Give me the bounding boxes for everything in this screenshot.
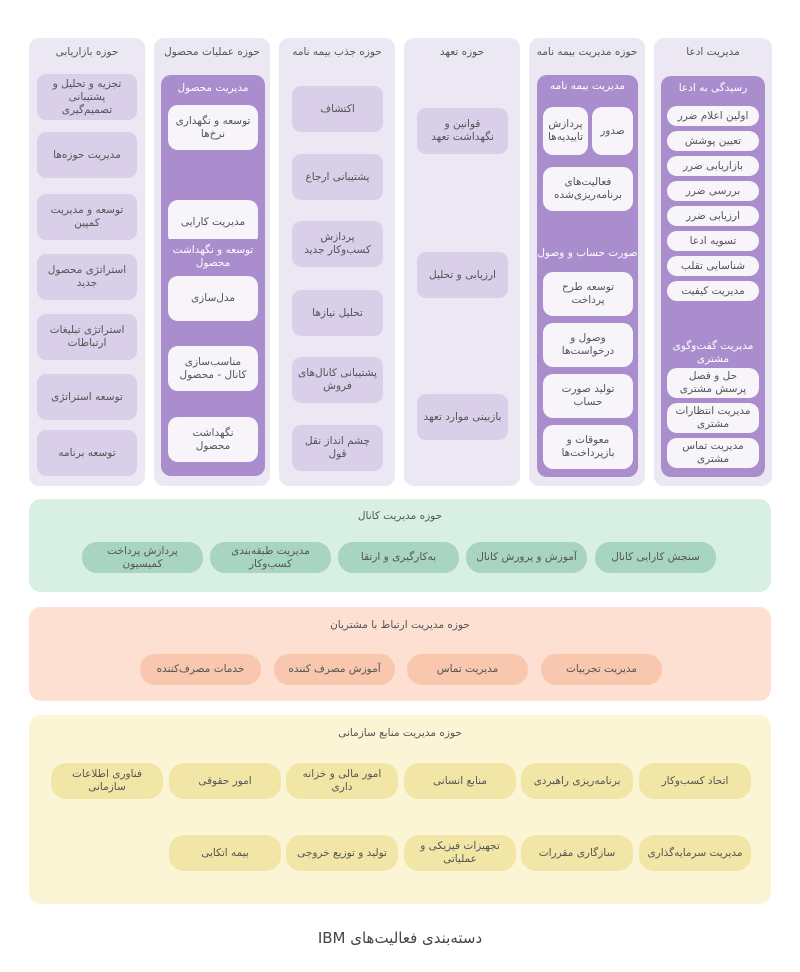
channel-item: سنجش کارایی کانال [595, 542, 716, 573]
acquisition-item: چشم انداز نقل قول [292, 425, 383, 471]
product-item: توسعه و نگهداری نرخ‌ها [168, 105, 258, 150]
underwriting-column-title: حوزه تعهد [439, 46, 485, 58]
underwriting-column: حوزه تعهد قوانین و نگهداشت تعهد ارزیابی … [404, 38, 520, 486]
diagram-caption: دسته‌بندی فعالیت‌های IBM [317, 929, 483, 947]
resources-item: منابع انسانی [404, 763, 516, 799]
product-column: حوزه عملیات محصول مدیریت محصول توسعه و ن… [154, 38, 270, 486]
resources-title: حوزه مدیریت منابع سازمانی [338, 727, 462, 739]
acquisition-item: پردازش کسب‌وکار جدید [292, 221, 383, 267]
acquisition-item: اکتشاف [292, 86, 383, 132]
resources-item: اتحاد کسب‌و‌کار [639, 763, 751, 799]
resources-item: تجهیزات فیزیکی و عملیاتی [404, 835, 516, 871]
resources-item: مدیریت سرمایه‌گذاری [639, 835, 751, 871]
crm-item: آموزش مصرف کننده [274, 654, 395, 685]
resources-item: امور مالی و خزانه داری [286, 763, 398, 799]
claims-column: مدیریت ادعا رسیدگی به ادعا اولین اعلام ض… [654, 38, 772, 486]
product-dev-item: مناسب‌سازی کانال - محصول [168, 346, 258, 391]
billing-item: توسعه طرح پرداخت [543, 272, 633, 316]
dialogue-item: حل و فصل پرسش مشتری [667, 368, 759, 398]
billing-item: وصول و درخواست‌ها [543, 323, 633, 367]
channel-item: مدیریت طبقه‌بندی کسب‌و‌کار [210, 542, 331, 573]
acquisition-item: پشتیبانی کانال‌های فروش [292, 357, 383, 403]
marketing-column-title: حوزه بازاریابی [55, 46, 119, 58]
underwriting-item: قوانین و نگهداشت تعهد [417, 108, 508, 154]
crm-item: خدمات مصرف‌کننده [140, 654, 261, 685]
marketing-item: استراتژی محصول جدید [37, 254, 137, 300]
crm-item: مدیریت تماس [407, 654, 528, 685]
billing-item: تولید صورت حساب [543, 374, 633, 418]
underwriting-item: بازبینی موارد تعهد [417, 394, 508, 440]
policy-column-title: حوزه مدیریت بیمه نامه [536, 46, 638, 58]
dialogue-item: مدیریت انتظارات مشتری [667, 403, 759, 433]
product-dev-item: مدل‌سازی [168, 276, 258, 321]
claim-item: ارزیابی ضرر [667, 206, 759, 226]
policy-item: فعالیت‌های برنامه‌ریزی‌شده [543, 167, 633, 211]
resources-item: تولید و توزیع خروجی [286, 835, 398, 871]
marketing-item: توسعه استراتژی [37, 374, 137, 420]
resources-item: برنامه‌ریزی راهبردی [521, 763, 633, 799]
claim-handling-group: رسیدگی به ادعا اولین اعلام ضرر تعیین پوش… [661, 76, 765, 359]
channel-title: حوزه مدیریت کانال [357, 510, 443, 522]
marketing-item: توسعه برنامه [37, 430, 137, 476]
crm-band: حوزه مدیریت ارتباط با مشتریان مدیریت تجر… [29, 607, 771, 701]
resources-item: سازگاری مقررات [521, 835, 633, 871]
claim-item: مدیریت کیفیت [667, 281, 759, 301]
customer-dialogue-group: مدیریت گفت‌وگوی مشتری حل و فصل پرسش مشتر… [661, 335, 765, 477]
claim-item: اولین اعلام ضرر [667, 106, 759, 126]
resources-item: بیمه اتکایی [169, 835, 281, 871]
marketing-column: حوزه بازاریابی تجزیه و تحلیل و پشتیبانی … [29, 38, 145, 486]
resources-band: حوزه مدیریت منابع سازمانی اتحاد کسب‌و‌کا… [29, 715, 771, 904]
claim-item: بازاریابی ضرر [667, 156, 759, 176]
claims-column-title: مدیریت ادعا [686, 46, 740, 58]
product-management-group: مدیریت محصول توسعه و نگهداری نرخ‌ها مدیر… [161, 75, 265, 270]
marketing-item: استراتژی تبلیغات ارتباطات [37, 314, 137, 360]
policy-management-title: مدیریت بیمه نامه [550, 80, 625, 92]
underwriting-item: ارزیابی و تحلیل [417, 252, 508, 298]
policy-column: حوزه مدیریت بیمه نامه مدیریت بیمه نامه پ… [529, 38, 645, 486]
acquisition-item: تحلیل نیازها [292, 290, 383, 336]
product-management-title: مدیریت محصول [177, 82, 249, 94]
marketing-item: تجزیه و تحلیل و پشتیبانی تصمیم‌گیری [37, 74, 137, 120]
billing-group: صورت حساب و وصول توسعه طرح پرداخت وصول و… [537, 239, 638, 477]
crm-item: مدیریت تجربیات [541, 654, 662, 685]
billing-item: معوقات و بازپرداخت‌ها [543, 425, 633, 469]
dialogue-item: مدیریت تماس مشتری [667, 438, 759, 468]
channel-item: به‌کارگیری و ارتقا [338, 542, 459, 573]
policy-item: پردازش تاییدیه‌ها [543, 107, 588, 155]
acquisition-item: پشتیبانی ارجاع [292, 154, 383, 200]
claim-item: شناسایی تقلب [667, 256, 759, 276]
resources-item: امور حقوقی [169, 763, 281, 799]
billing-title: صورت حساب و وصول [537, 247, 638, 259]
acquisition-column: حوزه جذب بیمه نامه اکتشاف پشتیبانی ارجاع… [279, 38, 395, 486]
resources-item: فناوری اطلاعات سازمانی [51, 763, 163, 799]
product-column-title: حوزه عملیات محصول [164, 46, 260, 58]
policy-item: صدور [592, 107, 633, 155]
channel-band: حوزه مدیریت کانال سنجش کارایی کانال آموز… [29, 499, 771, 592]
channel-item: پردازش پرداخت کمیسیون [82, 542, 203, 573]
product-dev-group: توسعه و نگهداشت محصول مدل‌سازی مناسب‌ساز… [161, 239, 265, 476]
channel-item: آموزش و پرورش کانال [466, 542, 587, 573]
policy-management-group: مدیریت بیمه نامه پردازش تاییدیه‌ها صدور … [537, 75, 638, 262]
claim-item: بررسی ضرر [667, 181, 759, 201]
marketing-item: مدیریت حوزه‌ها [37, 132, 137, 178]
product-dev-title: توسعه و نگهداشت محصول [172, 244, 254, 269]
marketing-item: توسعه و مدیریت کمپین [37, 194, 137, 240]
claim-item: تعیین پوشش [667, 131, 759, 151]
product-dev-item: نگهداشت محصول [168, 417, 258, 462]
acquisition-column-title: حوزه جذب بیمه نامه [292, 46, 382, 58]
claim-handling-title: رسیدگی به ادعا [678, 82, 748, 94]
product-item: مدیریت کارایی [168, 200, 258, 245]
crm-title: حوزه مدیریت ارتباط با مشتریان [330, 619, 470, 631]
claim-item: تسویه ادعا [667, 231, 759, 251]
customer-dialogue-title: مدیریت گفت‌وگوی مشتری [672, 340, 754, 365]
